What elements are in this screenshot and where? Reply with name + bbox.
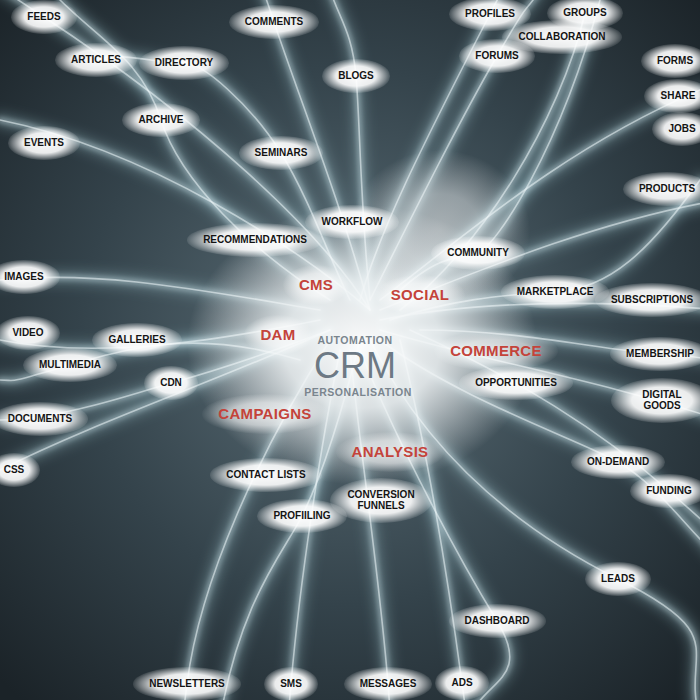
feature-label: FUNDING [646, 485, 692, 497]
feature-label: CONVERSION FUNNELS [346, 489, 416, 512]
feature-label: LEADS [601, 573, 635, 585]
feature-label: ARCHIVE [138, 114, 183, 126]
module-label: SOCIAL [391, 286, 449, 303]
feature-label: ARTICLES [71, 54, 121, 66]
module-label: DAM [260, 326, 295, 343]
feature-label: COMMUNITY [447, 247, 509, 259]
module-label: COMMERCE [450, 342, 542, 359]
feature-label: PROFILES [465, 8, 515, 20]
feature-label: DASHBOARD [465, 615, 530, 627]
feature-label: SUBSCRIPTIONS [611, 294, 693, 306]
feature-label: CDN [160, 377, 182, 389]
feature-label: DIGITAL GOODS [627, 389, 697, 412]
feature-label: DIRECTORY [155, 57, 213, 69]
feature-label: GALLERIES [108, 334, 165, 346]
feature-label: ON-DEMAND [587, 456, 649, 468]
feature-label: IMAGES [4, 271, 43, 283]
feature-label: OPPORTUNITIES [475, 377, 557, 389]
feature-label: MESSAGES [360, 678, 417, 690]
feature-label: EVENTS [24, 137, 64, 149]
core-sublabel: PERSONALISATION [304, 386, 412, 398]
feature-label: NEWSLETTERS [149, 678, 225, 690]
feature-label: WORKFLOW [321, 216, 382, 228]
feature-label: MARKETPLACE [517, 286, 594, 298]
module-label: ANALYSIS [352, 443, 429, 460]
feature-label: FORMS [657, 55, 693, 67]
feature-label: FEEDS [27, 11, 60, 23]
feature-label: PRODUCTS [639, 183, 695, 195]
feature-label: MEMBERSHIP [626, 348, 694, 360]
feature-label: VIDEO [12, 327, 43, 339]
feature-label: GROUPS [563, 7, 606, 19]
core-title: CRM [314, 348, 396, 384]
module-label: CMS [299, 276, 333, 293]
feature-label: JOBS [668, 123, 695, 135]
feature-label: CSS [4, 464, 25, 476]
feature-label: PROFIILING [273, 510, 330, 522]
feature-label: DOCUMENTS [8, 413, 72, 425]
feature-label: SHARE [660, 90, 695, 102]
module-label: CAMPAIGNS [218, 405, 311, 422]
feature-label: ADS [451, 677, 472, 689]
feature-label: COLLABORATION [518, 31, 605, 43]
feature-label: MULTIMEDIA [39, 359, 101, 371]
feature-label: COMMENTS [245, 16, 303, 28]
core-sublabel: AUTOMATION [317, 334, 392, 346]
feature-label: CONTACT LISTS [226, 469, 305, 481]
feature-label: RECOMMENDATIONS [203, 234, 307, 246]
feature-label: BLOGS [338, 70, 374, 82]
feature-label: SMS [280, 678, 302, 690]
feature-label: FORUMS [475, 50, 518, 62]
feature-label: SEMINARS [255, 147, 308, 159]
